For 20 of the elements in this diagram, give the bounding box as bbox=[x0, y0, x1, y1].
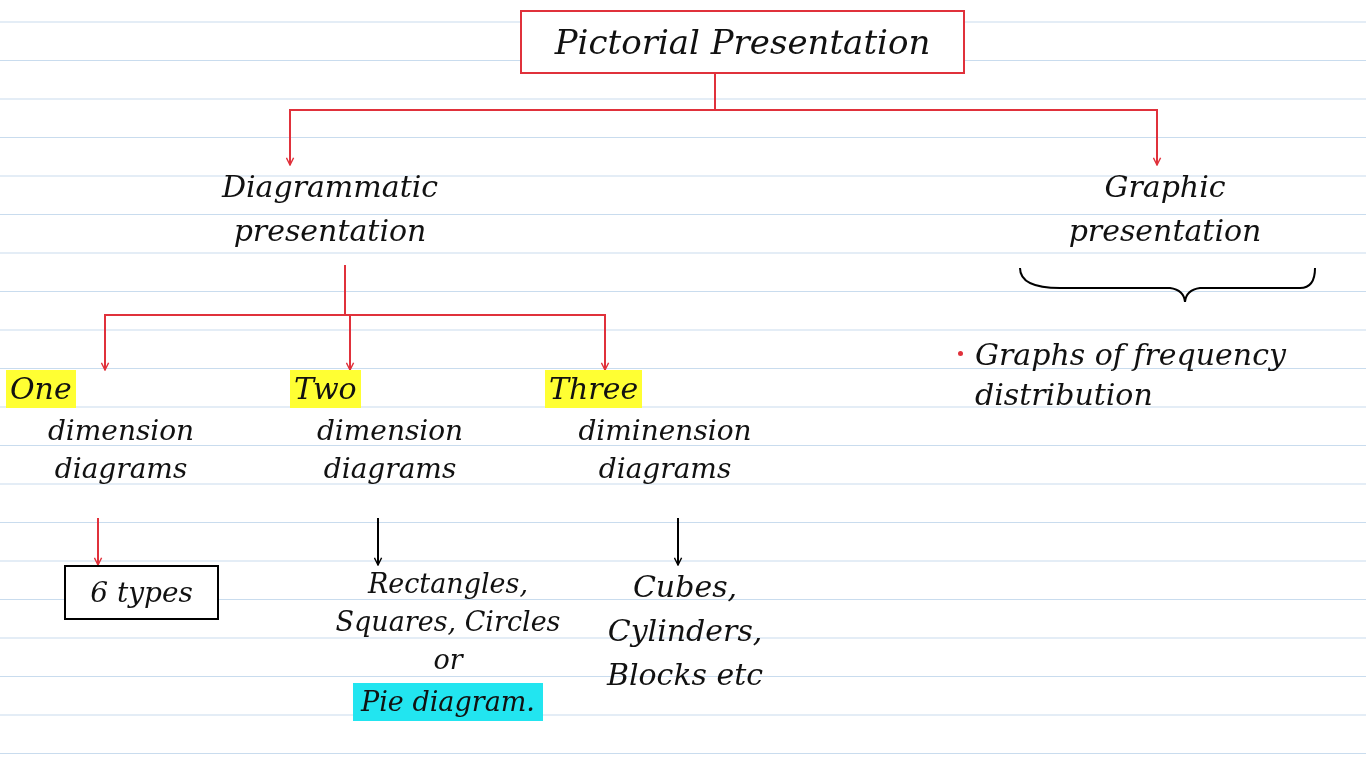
node-text: Cubes, Cylinders, Blocks etc bbox=[605, 568, 765, 694]
node-text: Rectangles, Squares, Circles or bbox=[334, 567, 562, 677]
title-text: Pictorial Presentation bbox=[554, 20, 931, 64]
node-text: Diagrammatic presentation bbox=[220, 168, 440, 250]
highlighted-text: Pie diagram. bbox=[353, 683, 543, 721]
highlighted-heading: Three bbox=[545, 370, 643, 408]
arrow bbox=[373, 517, 383, 566]
node-text: diminension diagrams bbox=[577, 412, 753, 487]
arrow bbox=[673, 517, 683, 566]
highlighted-heading: One bbox=[6, 370, 76, 408]
highlighted-heading: Two bbox=[290, 370, 361, 408]
bullet-text: Graphs of frequency distribution bbox=[975, 336, 1287, 414]
node-text: dimension diagrams bbox=[315, 412, 465, 487]
node-text: dimension diagrams bbox=[46, 412, 196, 487]
node-text: Graphic presentation bbox=[1067, 168, 1263, 250]
box-text: 6 types bbox=[90, 574, 193, 611]
arrow bbox=[344, 264, 610, 371]
title-box bbox=[520, 10, 965, 74]
result-box bbox=[64, 565, 219, 620]
arrow bbox=[93, 517, 103, 566]
